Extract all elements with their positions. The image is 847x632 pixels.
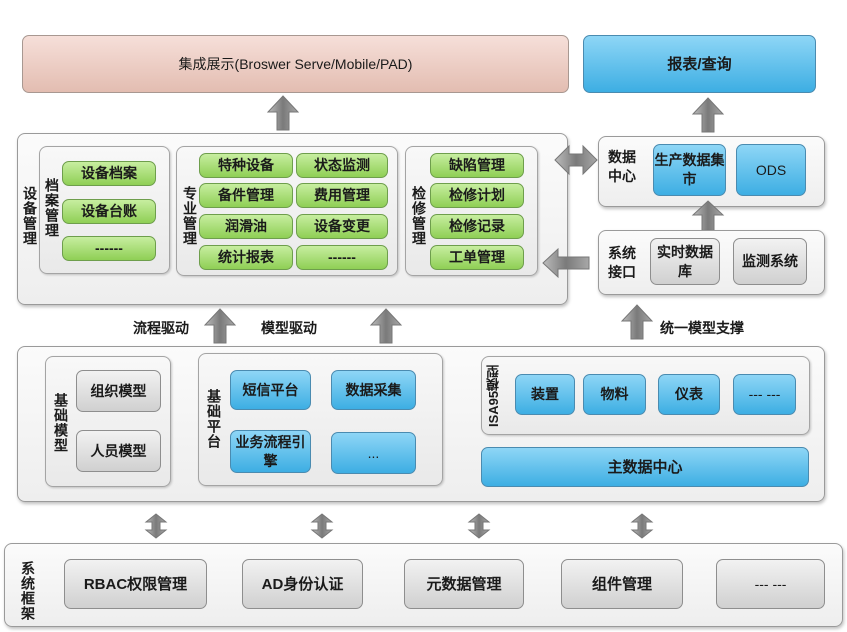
isa95-item: 装置	[515, 374, 575, 415]
maintenance-item: 工单管理	[430, 245, 524, 270]
isa95-item: 仪表	[658, 374, 720, 415]
professional-item: 状态监测	[296, 153, 388, 178]
professional-management-title: 专业管理	[182, 186, 198, 246]
framework-item: 组件管理	[561, 559, 683, 609]
professional-item: 备件管理	[199, 183, 293, 208]
framework-item: RBAC权限管理	[64, 559, 207, 609]
system-framework-title: 系统框架	[20, 561, 36, 621]
up-arrow-icon	[203, 308, 237, 344]
presentation-box: 集成展示(Broswer Serve/Mobile/PAD)	[22, 35, 569, 93]
data-center-title: 数据中心	[608, 149, 636, 184]
double-arrow-icon	[554, 144, 598, 176]
maintenance-item: 检修记录	[430, 214, 524, 239]
up-arrow-icon	[266, 95, 300, 131]
base-platform-title: 基础平台	[206, 389, 222, 449]
isa95-item: 物料	[583, 374, 646, 415]
isa95-item: --- ---	[733, 374, 796, 415]
base-platform-item: 业务流程引擎	[230, 430, 311, 473]
isa95-title: ISA95模型	[486, 364, 501, 428]
master-data-center-box: 主数据中心	[481, 447, 809, 487]
base-platform-item: ...	[331, 432, 416, 474]
archive-management-title: 档案管理	[44, 178, 60, 238]
vertical-double-arrow-icon	[630, 513, 654, 539]
left-arrow-icon	[542, 247, 590, 279]
interface-item: 监测系统	[733, 238, 807, 285]
professional-item: 润滑油	[199, 214, 293, 239]
vertical-double-arrow-icon	[467, 513, 491, 539]
framework-item: --- ---	[716, 559, 825, 609]
archive-item: 设备台账	[62, 199, 156, 224]
framework-item: AD身份认证	[242, 559, 363, 609]
archive-item: ------	[62, 236, 156, 261]
vertical-double-arrow-icon	[144, 513, 168, 539]
professional-item: ------	[296, 245, 388, 270]
up-arrow-icon	[691, 200, 725, 232]
vertical-double-arrow-icon	[310, 513, 334, 539]
equipment-management-title: 设备管理	[22, 186, 38, 246]
unified-model-label: 统一模型支撑	[660, 320, 744, 336]
base-model-title: 基础模型	[53, 393, 69, 453]
up-arrow-icon	[369, 308, 403, 344]
maintenance-item: 检修计划	[430, 183, 524, 208]
base-model-item: 组织模型	[76, 370, 161, 412]
archive-item: 设备档案	[62, 161, 156, 186]
framework-item: 元数据管理	[404, 559, 524, 609]
up-arrow-icon	[620, 304, 654, 340]
maintenance-item: 缺陷管理	[430, 153, 524, 178]
professional-item: 统计报表	[199, 245, 293, 270]
model-driven-label: 模型驱动	[261, 320, 317, 336]
report-query-box: 报表/查询	[583, 35, 816, 93]
data-center-item: ODS	[736, 144, 806, 196]
base-platform-item: 短信平台	[230, 370, 311, 410]
maintenance-management-title: 检修管理	[411, 186, 427, 246]
up-arrow-icon	[691, 97, 725, 133]
professional-item: 特种设备	[199, 153, 293, 178]
system-interface-title: 系统接口	[608, 245, 636, 280]
professional-item: 费用管理	[296, 183, 388, 208]
professional-item: 设备变更	[296, 214, 388, 239]
interface-item: 实时数据库	[650, 238, 720, 285]
base-model-item: 人员模型	[76, 430, 161, 472]
flow-driven-label: 流程驱动	[133, 320, 189, 336]
base-platform-item: 数据采集	[331, 370, 416, 410]
data-center-item: 生产数据集市	[653, 144, 726, 196]
